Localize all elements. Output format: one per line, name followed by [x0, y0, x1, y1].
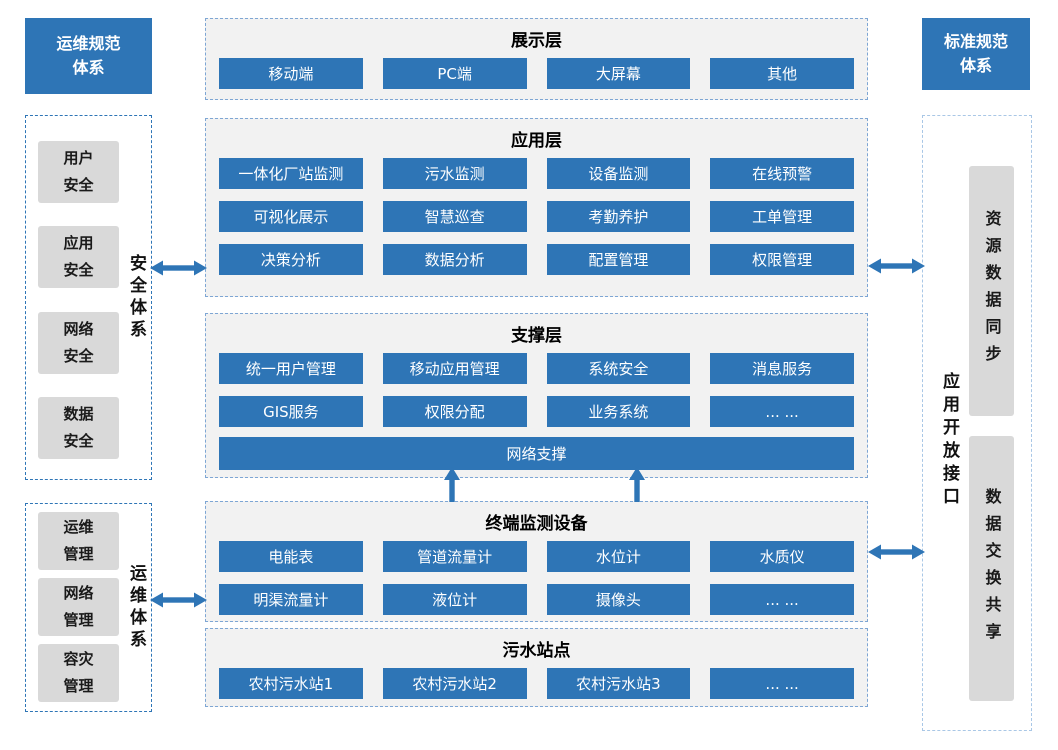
support-row-1: 统一用户管理 移动应用管理 系统安全 消息服务 [206, 353, 867, 384]
application-row-1: 一体化厂站监测 污水监测 设备监测 在线预警 [206, 158, 867, 189]
data-exchange-box: 数据交换共享 [969, 436, 1014, 701]
block-message-service: 消息服务 [710, 353, 854, 384]
security-items: 用户 安全 应用 安全 网络 安全 数据 安全 [38, 141, 119, 459]
application-row-2: 可视化展示 智慧巡查 考勤养护 工单管理 [206, 201, 867, 232]
block-permission-management: 权限管理 [710, 244, 854, 275]
block-pc: PC端 [382, 58, 527, 89]
terminal-row-1: 电能表 管道流量计 水位计 水质仪 [206, 541, 867, 572]
security-group-box: 用户 安全 应用 安全 网络 安全 数据 安全 安全体系 [25, 115, 152, 480]
double-arrow-security-application-icon [150, 260, 207, 276]
display-layer-row: 移动端 PC端 大屏幕 其他 [206, 58, 867, 89]
block-online-warning: 在线预警 [710, 158, 854, 189]
open-interface-label: 应用开放接口 [939, 372, 959, 511]
block-business-system: 业务系统 [546, 396, 691, 427]
ops-items: 运维 管理 网络 管理 容灾 管理 [38, 512, 119, 702]
block-other: 其他 [710, 58, 854, 89]
block-mobile: 移动端 [219, 58, 363, 89]
block-config-management: 配置管理 [546, 244, 691, 275]
stations-layer-panel: 污水站点 农村污水站1 农村污水站2 农村污水站3 ... ... [205, 628, 868, 707]
block-system-security: 系统安全 [546, 353, 691, 384]
block-data-analysis: 数据分析 [382, 244, 527, 275]
block-visualization: 可视化展示 [219, 201, 363, 232]
resource-sync-box: 资源数据同步 [969, 166, 1014, 416]
security-item-data: 数据 安全 [38, 396, 119, 459]
block-permission-assign: 权限分配 [382, 396, 527, 427]
block-sewage-monitoring: 污水监测 [382, 158, 527, 189]
block-device-monitoring: 设备监测 [546, 158, 691, 189]
security-item-application: 应用 安全 [38, 226, 119, 289]
ops-group-label: 运维体系 [126, 563, 146, 652]
block-energy-meter: 电能表 [219, 541, 363, 572]
block-rural-station-3: 农村污水站3 [546, 668, 691, 699]
block-unified-user-mgmt: 统一用户管理 [219, 353, 363, 384]
block-water-quality-meter: 水质仪 [710, 541, 854, 572]
block-liquid-level-gauge: 液位计 [382, 584, 527, 615]
terminal-layer-panel: 终端监测设备 电能表 管道流量计 水位计 水质仪 明渠流量计 液位计 摄像头 .… [205, 501, 868, 622]
double-arrow-application-standards-icon [868, 258, 925, 274]
up-arrow-terminal-network-2-icon [629, 467, 645, 502]
security-item-user: 用户 安全 [38, 141, 119, 203]
block-work-order: 工单管理 [710, 201, 854, 232]
support-layer-title: 支撑层 [511, 326, 562, 346]
ops-group-box: 运维 管理 网络 管理 容灾 管理 运维体系 [25, 503, 152, 712]
ops-item-maintenance: 运维 管理 [38, 512, 119, 570]
right-header-standards: 标准规范 体系 [922, 18, 1030, 90]
terminal-row-2: 明渠流量计 液位计 摄像头 ... ... [206, 584, 867, 615]
block-network-support: 网络支撑 [219, 437, 854, 470]
block-support-ellipsis: ... ... [710, 396, 854, 427]
ops-item-disaster: 容灾 管理 [38, 644, 119, 702]
block-smart-inspection: 智慧巡查 [382, 201, 527, 232]
security-item-network: 网络 安全 [38, 311, 119, 374]
up-arrow-terminal-network-1-icon [444, 467, 460, 502]
terminal-layer-title: 终端监测设备 [485, 514, 588, 534]
block-stations-ellipsis: ... ... [710, 668, 854, 699]
application-layer-title: 应用层 [511, 131, 562, 151]
block-camera: 摄像头 [546, 584, 691, 615]
block-rural-station-1: 农村污水站1 [219, 668, 363, 699]
block-mobile-app-mgmt: 移动应用管理 [382, 353, 527, 384]
display-layer-panel: 展示层 移动端 PC端 大屏幕 其他 [205, 18, 868, 100]
stations-row: 农村污水站1 农村污水站2 农村污水站3 ... ... [206, 668, 867, 699]
block-water-level-gauge: 水位计 [546, 541, 691, 572]
block-decision-analysis: 决策分析 [219, 244, 363, 275]
application-row-3: 决策分析 数据分析 配置管理 权限管理 [206, 244, 867, 275]
block-terminal-ellipsis: ... ... [710, 584, 854, 615]
display-layer-title: 展示层 [511, 31, 562, 51]
application-layer-panel: 应用层 一体化厂站监测 污水监测 设备监测 在线预警 可视化展示 智慧巡查 考勤… [205, 118, 868, 297]
support-bar-row: 网络支撑 [206, 437, 867, 470]
block-gis-service: GIS服务 [219, 396, 363, 427]
support-layer-panel: 支撑层 统一用户管理 移动应用管理 系统安全 消息服务 GIS服务 权限分配 业… [205, 313, 868, 478]
block-rural-station-2: 农村污水站2 [382, 668, 527, 699]
ops-item-network: 网络 管理 [38, 578, 119, 636]
double-arrow-ops-terminal-icon [150, 592, 207, 608]
support-row-2: GIS服务 权限分配 业务系统 ... ... [206, 396, 867, 427]
block-pipe-flowmeter: 管道流量计 [382, 541, 527, 572]
block-big-screen: 大屏幕 [546, 58, 691, 89]
block-attendance: 考勤养护 [546, 201, 691, 232]
block-open-channel-flowmeter: 明渠流量计 [219, 584, 363, 615]
security-group-label: 安全体系 [126, 253, 146, 342]
left-header-ops-standards: 运维规范 体系 [25, 18, 152, 94]
double-arrow-terminal-exchange-icon [868, 544, 925, 560]
block-station-monitoring: 一体化厂站监测 [219, 158, 363, 189]
stations-layer-title: 污水站点 [502, 641, 571, 661]
open-interface-box: 应用开放接口 资源数据同步 数据交换共享 [922, 115, 1032, 731]
